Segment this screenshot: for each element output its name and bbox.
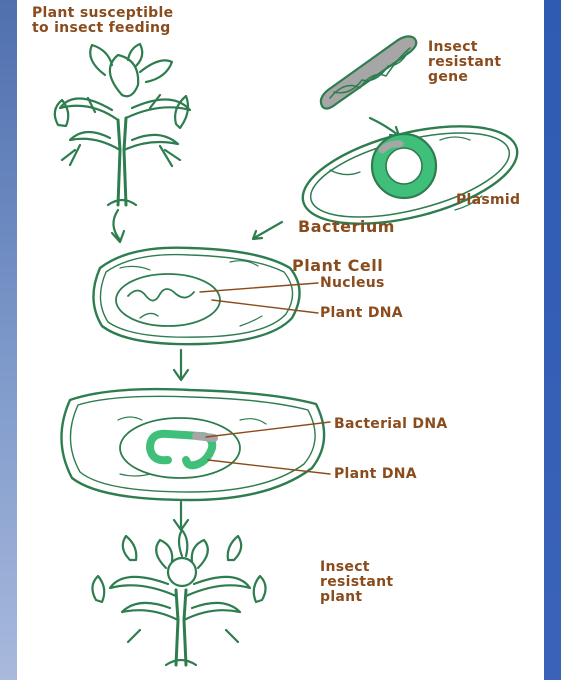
label-bacterium: Bacterium — [298, 218, 395, 235]
label-plant-dna: Plant DNA — [320, 306, 403, 321]
insect-resistant-gene — [321, 36, 416, 108]
label-plant-susceptible: Plant susceptible to insect feeding — [32, 6, 173, 36]
leader-plant-dna — [212, 300, 318, 313]
arrow-gene-to-bacterium — [370, 118, 398, 135]
resistant-plant-illustration — [92, 530, 265, 665]
susceptible-plant-illustration — [55, 44, 190, 205]
label-plant-dna-transformed: Plant DNA — [334, 467, 417, 482]
plant-cell — [93, 248, 299, 345]
arrow-bacterium-to-cell — [254, 222, 282, 238]
label-plasmid: Plasmid — [456, 193, 520, 208]
leader-bacterial-dna — [206, 422, 330, 437]
transformed-plant-cell — [61, 389, 324, 500]
label-insect-resistant-gene: Insect resistant gene — [428, 40, 501, 85]
label-bacterial-dna: Bacterial DNA — [334, 417, 448, 432]
label-insect-resistant-plant: Insect resistant plant — [320, 560, 393, 605]
label-plant-cell: Plant Cell — [292, 257, 383, 274]
label-nucleus: Nucleus — [320, 276, 385, 291]
